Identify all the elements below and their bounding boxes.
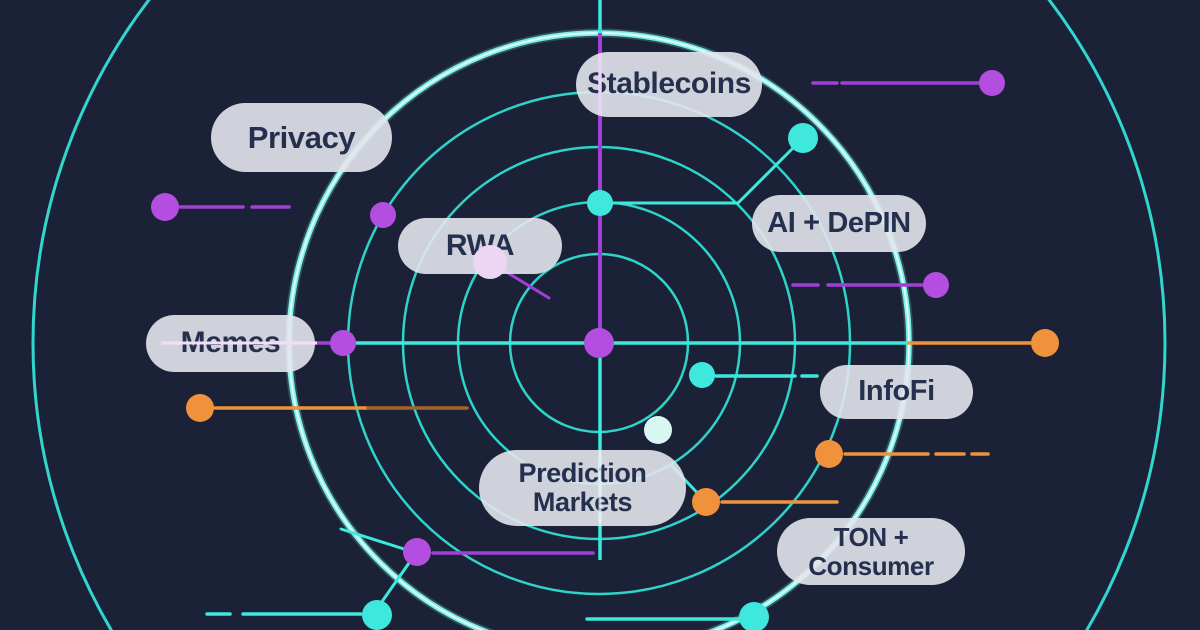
pill-privacy: Privacy (211, 103, 392, 172)
ai-depin-connector (598, 136, 805, 205)
pill-ton-consumer-line1: TON + (833, 522, 909, 553)
pill-prediction-markets: Prediction Markets (479, 450, 686, 526)
ton-dot (739, 602, 769, 630)
pill-infofi-label: InfoFi (858, 375, 935, 408)
connector-lines (178, 81, 1033, 621)
memes-dot (330, 330, 356, 356)
pill-stablecoins: Stablecoins (576, 52, 762, 117)
radar-dots (151, 70, 1059, 630)
radar-ring-outer (31, 0, 1167, 630)
stablecoins-axis-dot (587, 190, 613, 216)
pill-ai-depin-label: AI + DePIN (767, 206, 911, 239)
pill-ton-consumer-line2: Consumer (808, 550, 934, 581)
pill-prediction-markets-line2: Markets (532, 487, 633, 517)
rwa-outer-dot (370, 202, 396, 228)
top-right-purple-dot (979, 70, 1005, 96)
pill-privacy-label: Privacy (247, 119, 356, 155)
center-dot (584, 328, 614, 358)
pill-prediction-markets-line1: Prediction (518, 457, 647, 488)
orange-prediction-dot (692, 488, 720, 516)
orange-lower-right-dot (815, 440, 843, 468)
pill-infofi: InfoFi (820, 365, 973, 419)
privacy-dot (151, 193, 179, 221)
pill-memes: Memes (146, 315, 315, 372)
pill-ton-consumer: TON + Consumer (777, 518, 965, 585)
pill-stablecoins-label: Stablecoins (587, 67, 751, 101)
pill-rwa-label: RWA (445, 228, 515, 262)
pill-rwa: RWA (398, 218, 562, 274)
bottom-purple-dot (403, 538, 431, 566)
mid-right-purple-dot (923, 272, 949, 298)
orange-left-dot (186, 394, 214, 422)
pill-ai-depin: AI + DePIN (752, 195, 926, 252)
ai-depin-dot (788, 123, 818, 153)
bottom-left-cluster (339, 527, 595, 605)
infofi-dot (689, 362, 715, 388)
pill-memes-label: Memes (180, 326, 281, 360)
orange-axis-dot (1031, 329, 1059, 357)
bottom-left-cyan-dot (362, 600, 392, 630)
